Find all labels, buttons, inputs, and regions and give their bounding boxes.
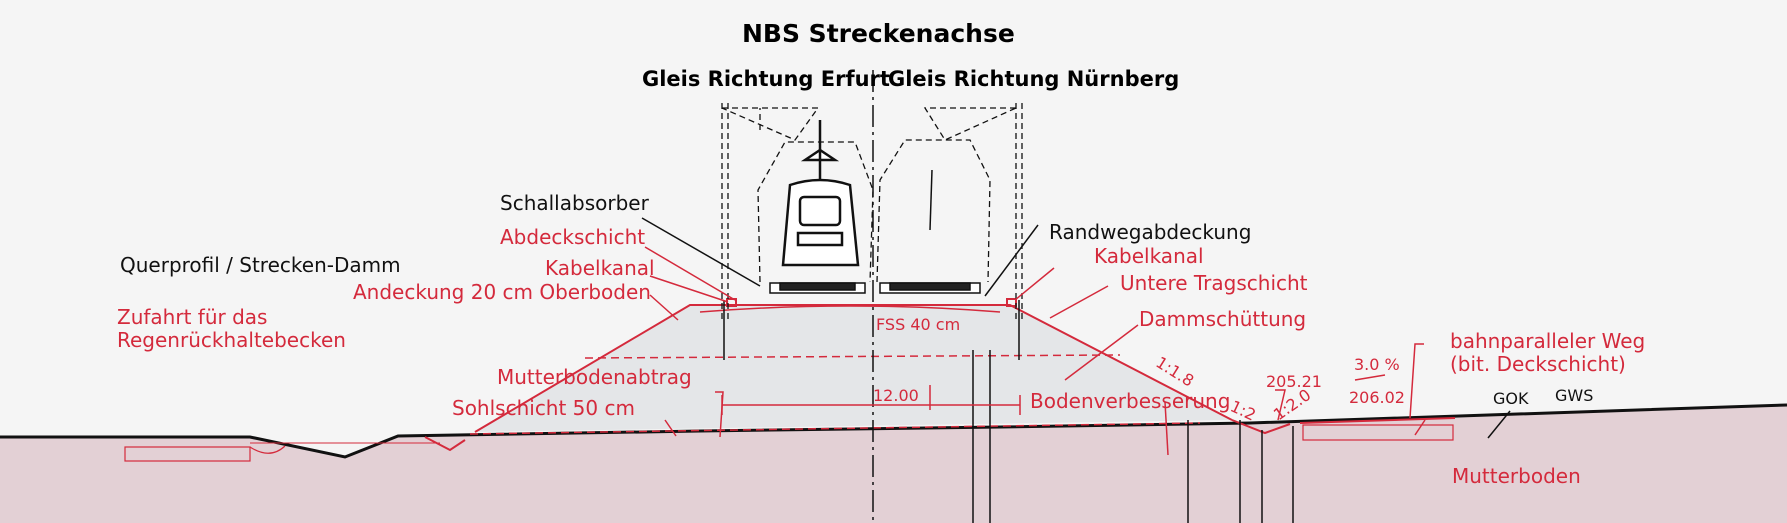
path-grade: 3.0 %: [1354, 355, 1400, 374]
black-leaders: [641, 217, 1511, 439]
label-schallabsorber: Schallabsorber: [500, 191, 649, 215]
track-slabs: [769, 282, 981, 294]
cable-duct-left: [726, 298, 737, 307]
elevation-path: 206.02: [1349, 388, 1405, 407]
label-kabelkanal-left: Kabelkanal: [545, 256, 655, 280]
dimension-width: 12.00: [873, 386, 919, 405]
left-ditch: [424, 436, 466, 452]
label-abdeckschicht: Abdeckschicht: [500, 225, 646, 249]
service-path-body: [1302, 424, 1454, 441]
label-untere-tragschicht: Untere Tragschicht: [1120, 271, 1308, 295]
right-ditch: [1231, 419, 1291, 435]
label-bahnparalleler-weg: bahnparalleler Weg (bit. Deckschicht): [1450, 329, 1646, 376]
label-dammschuettung: Dammschüttung: [1139, 307, 1307, 331]
overhead-catenary-frames: [721, 103, 1023, 320]
ground-soil: [0, 405, 1787, 523]
embankment-top-layer: [699, 305, 1001, 313]
label-querprofil: Querprofil / Strecken-Damm: [120, 253, 401, 277]
label-fss: FSS 40 cm: [876, 315, 961, 334]
cable-duct-right: [1006, 298, 1017, 307]
label-mutterboden: Mutterboden: [1452, 464, 1581, 488]
fss-layer-line: [584, 354, 1121, 359]
label-mutterbodenabtrag: Mutterbodenabtrag: [497, 365, 692, 389]
left-basin: [124, 446, 251, 462]
rail-right: [929, 169, 933, 231]
sohlschicht-line: [469, 422, 1201, 435]
label-sohlschicht: Sohlschicht 50 cm: [452, 396, 635, 420]
label-kabelkanal-right: Kabelkanal: [1094, 244, 1204, 268]
embankment-body: [475, 305, 1232, 432]
label-randwegabdeckung: Randwegabdeckung: [1049, 220, 1252, 244]
service-path-surface: [1299, 417, 1456, 424]
header-track-nuernberg: Gleis Richtung Nürnberg: [888, 67, 1180, 91]
label-andeckung: Andeckung 20 cm Oberboden: [353, 280, 651, 304]
left-basin-arc: [249, 445, 286, 454]
dimension-12m: [721, 385, 1021, 415]
elevation-ditch: 205.21: [1266, 372, 1322, 391]
train-front: [781, 120, 860, 267]
label-bodenverbesserung: Bodenverbesserung: [1030, 389, 1231, 413]
label-gws: GWS: [1555, 386, 1594, 405]
embankment-outline: [474, 304, 1233, 433]
red-leaders: [644, 246, 1426, 456]
foundation-posts: [723, 300, 1294, 523]
header-track-erfurt: Gleis Richtung Erfurt: [642, 67, 890, 91]
page-title: NBS Streckenachse: [742, 19, 1015, 48]
label-gok: GOK: [1493, 389, 1529, 408]
label-zufahrt: Zufahrt für das Regenrückhaltebecken: [117, 305, 346, 352]
